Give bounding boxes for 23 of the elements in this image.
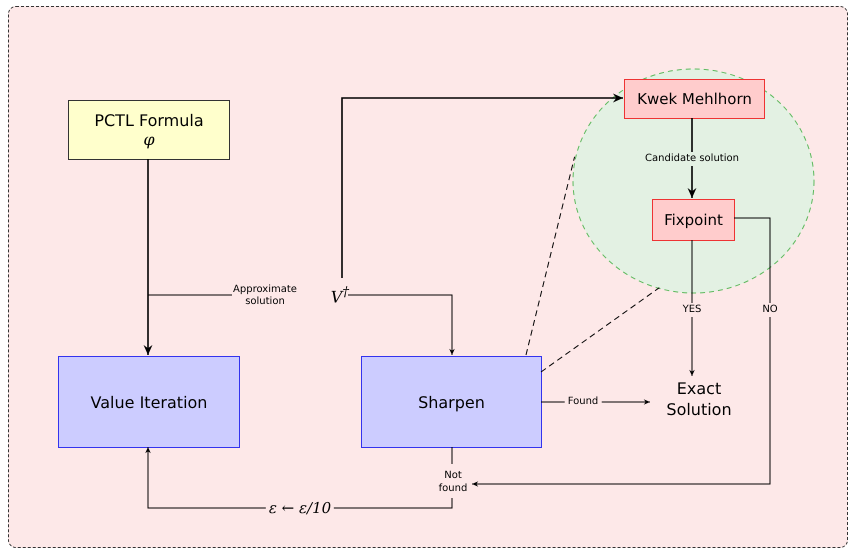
box-label: Sharpen [418,392,485,412]
box-label: PCTL Formula [94,111,204,130]
result-text: Exact Solution [651,377,747,423]
arrow [472,218,770,487]
arrow [144,159,152,355]
box-label: Value Iteration [90,392,208,412]
status-text: Not found [433,465,473,499]
math-symbol: V$^{†}$ [330,285,349,307]
box-label: Kwek Mehlhorn [637,90,752,108]
math-symbol: φ [143,130,155,149]
arrow [348,294,455,356]
edge-caption: Approximate solution [233,284,297,308]
arrow [341,94,623,278]
process-box [58,356,240,448]
dashed-panel [8,6,848,548]
process-box [624,79,765,119]
process-box [361,356,542,448]
dashed-line [540,287,660,372]
dashed-line [526,156,576,356]
process-box [652,199,735,241]
box-label: Fixpoint [664,211,723,229]
input-box [68,100,230,160]
arrow [689,240,695,376]
